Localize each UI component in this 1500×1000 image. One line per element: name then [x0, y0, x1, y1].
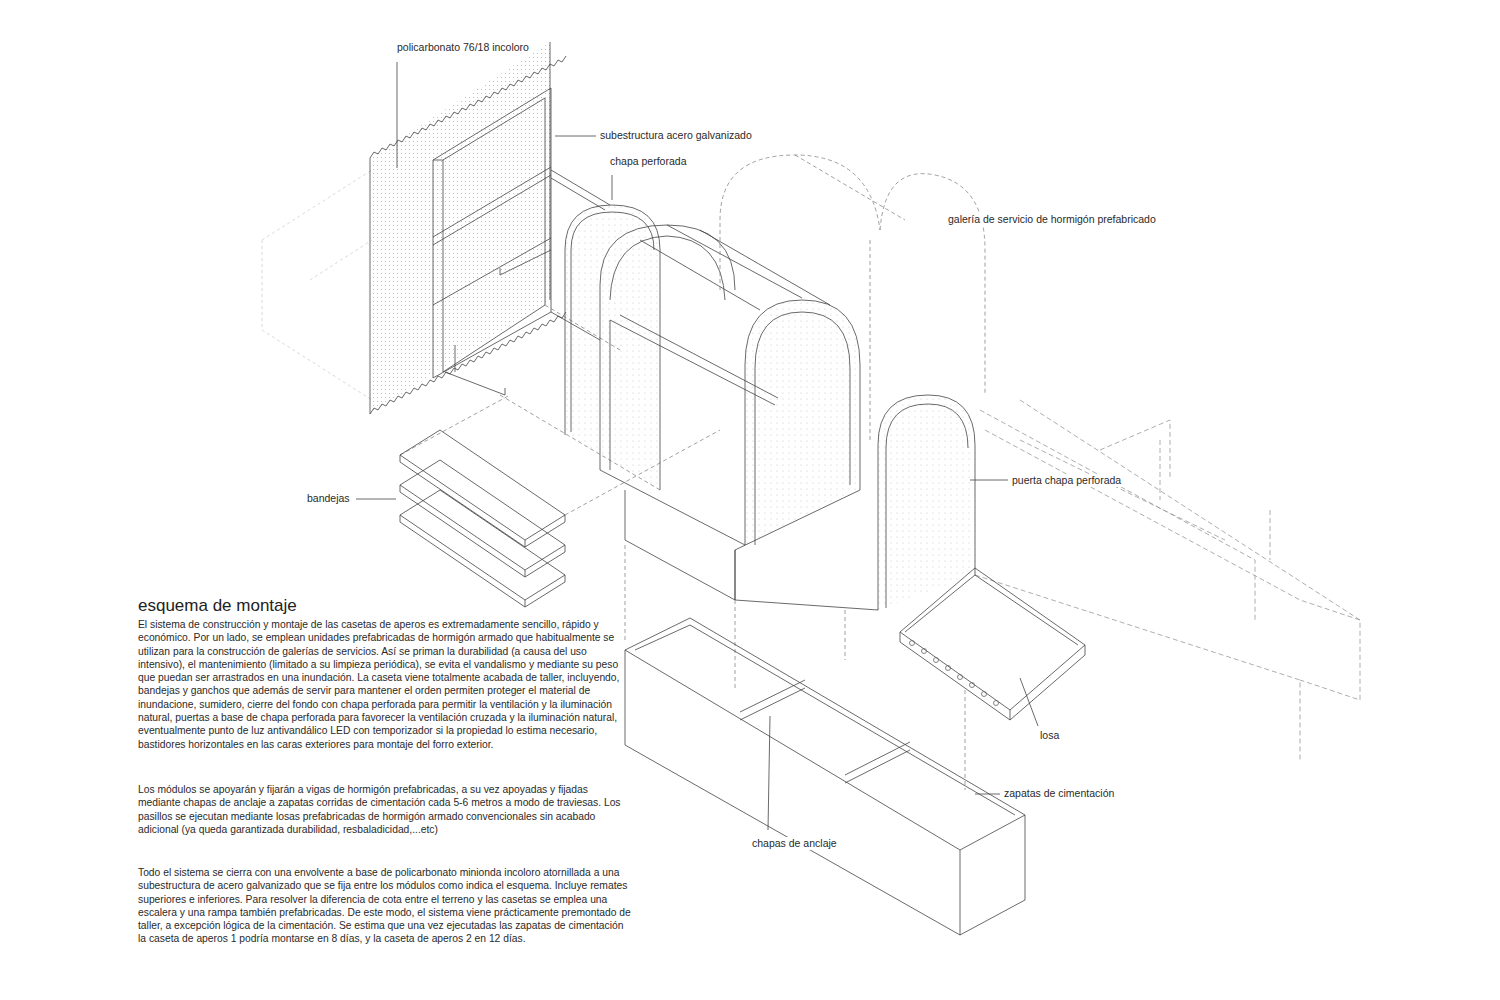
- part-label: losa: [1038, 729, 1061, 742]
- body-paragraph: Todo el sistema se cierra con una envolv…: [138, 866, 633, 946]
- part-label: subestructura acero galvanizado: [598, 129, 754, 142]
- part-label: bandejas: [305, 492, 352, 505]
- part-label: galería de servicio de hormigón prefabri…: [946, 213, 1158, 226]
- body-paragraph: Los módulos se apoyarán y fijarán a viga…: [138, 783, 633, 836]
- part-label: zapatas de cimentación: [1002, 787, 1116, 800]
- part-label: chapas de anclaje: [750, 837, 839, 850]
- part-label: chapa perforada: [608, 155, 688, 168]
- body-paragraph: El sistema de construcción y montaje de …: [138, 618, 633, 751]
- part-label: puerta chapa perforada: [1010, 474, 1123, 487]
- part-label: policarbonato 76/18 incoloro: [395, 41, 531, 54]
- diagram-title: esquema de montaje: [138, 596, 297, 616]
